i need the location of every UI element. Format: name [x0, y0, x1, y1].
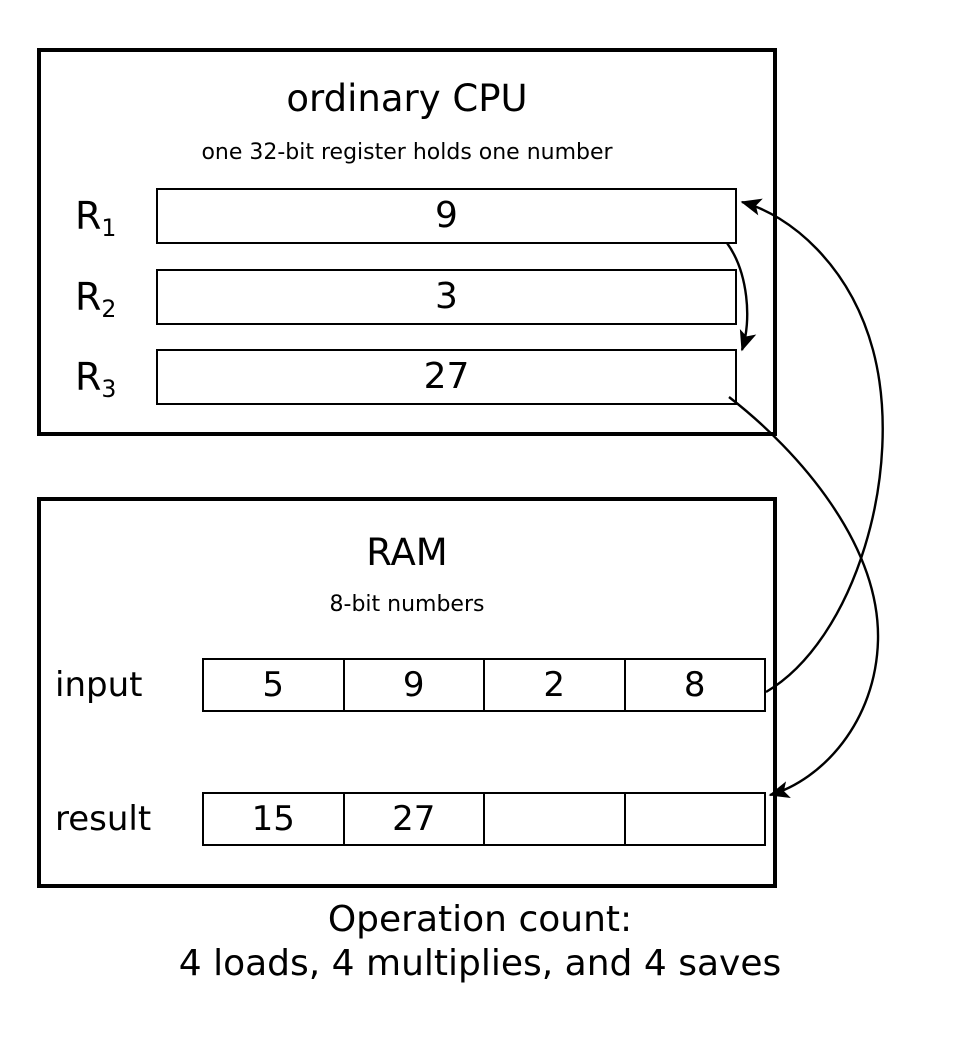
register-row-r2: R2 3 — [41, 269, 773, 325]
caption-line-1: Operation count: — [327, 899, 633, 940]
ram-row-result: result 15 27 — [41, 792, 773, 846]
ram-row-input: input 5 9 2 8 — [41, 658, 773, 712]
ram-cell-result-1[interactable]: 27 — [345, 794, 485, 844]
ram-cells-result: 15 27 — [202, 792, 766, 846]
register-label-r2: R2 — [75, 271, 151, 323]
register-row-r3: R3 27 — [41, 349, 773, 405]
register-value-r1[interactable]: 9 — [156, 188, 737, 244]
register-label-r3: R3 — [75, 351, 151, 403]
register-row-r1: R1 9 — [41, 188, 773, 244]
ram-cell-input-1[interactable]: 9 — [345, 660, 485, 710]
ram-row-label-result: result — [55, 799, 152, 839]
register-label-r2-index: 2 — [101, 294, 117, 323]
cpu-panel: ordinary CPU one 32-bit register holds o… — [37, 48, 777, 436]
cpu-subtitle: one 32-bit register holds one number — [201, 140, 613, 165]
register-value-r3[interactable]: 27 — [156, 349, 737, 405]
ram-cell-input-3[interactable]: 8 — [683, 665, 706, 705]
caption-line-2: 4 loads, 4 multiplies, and 4 saves — [178, 943, 782, 984]
register-label-r3-letter: R — [75, 355, 102, 399]
ram-cell-input-0[interactable]: 5 — [204, 660, 345, 710]
register-value-r2[interactable]: 3 — [156, 269, 737, 325]
ram-cell-result-3[interactable] — [626, 794, 765, 844]
ram-cells-input: 5 9 2 8 — [202, 658, 766, 712]
ram-cell-result-0[interactable]: 15 — [204, 794, 345, 844]
ram-row-label-input: input — [55, 665, 143, 705]
register-label-r1-index: 1 — [101, 213, 117, 242]
register-label-r1: R1 — [75, 190, 151, 242]
register-label-r2-letter: R — [75, 275, 102, 319]
ram-cell-input-2[interactable]: 2 — [485, 660, 626, 710]
ram-panel: RAM 8-bit numbers input 5 9 2 8 result 1… — [37, 497, 777, 888]
ram-cell-result-2[interactable] — [485, 794, 626, 844]
register-label-r3-index: 3 — [101, 374, 117, 403]
cpu-title: ordinary CPU — [286, 77, 528, 120]
operation-count-caption: Operation count: 4 loads, 4 multiplies, … — [0, 898, 960, 986]
ram-title: RAM — [366, 531, 448, 574]
register-label-r1-letter: R — [75, 194, 102, 238]
ram-subtitle: 8-bit numbers — [329, 592, 485, 617]
